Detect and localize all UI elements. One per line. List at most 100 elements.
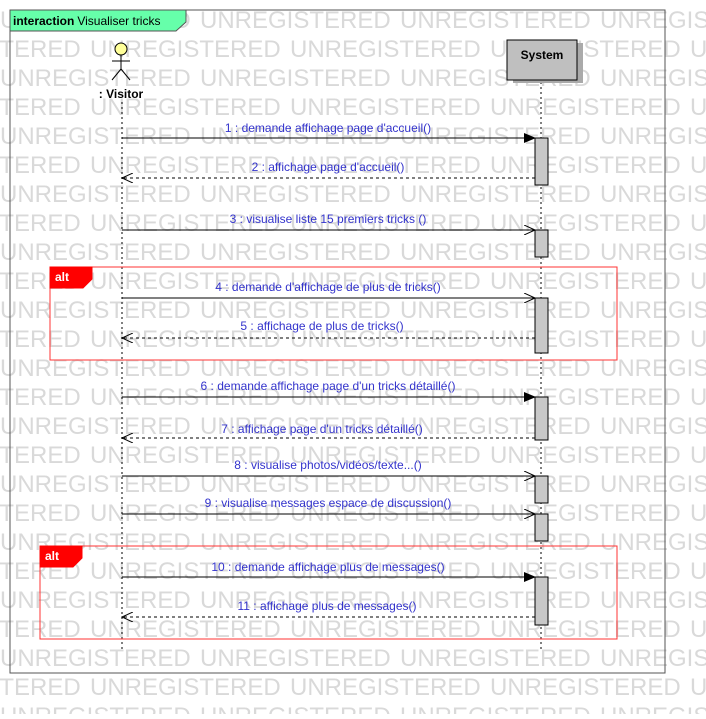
message-label: 1 : demande affichage page d'accueil() (225, 121, 431, 135)
watermark-text: UNREGISTERED (200, 123, 391, 150)
actor-head (114, 42, 128, 56)
watermark-text: UNREGISTERED (600, 413, 706, 440)
actor-left-leg (111, 68, 122, 81)
watermark-text: UNREGISTERED (490, 326, 681, 353)
watermark-text: UNREGISTERED (600, 65, 706, 92)
watermark-text: UNREGISTERED (600, 587, 706, 614)
watermark-text: UNREGISTERED (0, 65, 191, 92)
activation-bar (534, 137, 549, 186)
watermark-text: UNREGISTERED (0, 326, 81, 353)
message: 3 : visualise liste 15 premiers tricks (… (122, 212, 535, 230)
watermark-text: UNREGISTERED (200, 297, 391, 324)
alt-fragment-box (39, 545, 618, 640)
watermark-text: UNREGISTERED (690, 674, 706, 701)
message: 6 : demande affichage page d'un tricks d… (122, 379, 536, 402)
watermark-text: UNREGISTERED (600, 123, 706, 150)
watermark-text: UNREGISTERED (200, 181, 391, 208)
watermark-text: UNREGISTERED (600, 471, 706, 498)
watermark-text: UNREGISTERED (490, 442, 681, 469)
watermark-text: UNREGISTERED (400, 587, 591, 614)
watermark-text: UNREGISTERED (490, 268, 681, 295)
watermark-text: UNREGISTERED (200, 529, 391, 556)
watermark-text: UNREGISTERED (290, 442, 481, 469)
message-label: 7 : affichage page d'un tricks détaillé(… (221, 422, 423, 436)
watermark-text: UNREGISTERED (0, 181, 191, 208)
watermark-text: UNREGISTERED (600, 7, 706, 34)
watermark-text: UNREGISTERED (0, 94, 81, 121)
watermark-text: UNREGISTERED (690, 558, 706, 585)
message-label: 10 : demande affichage plus de messages(… (211, 560, 444, 574)
watermark-text: UNREGISTERED (200, 413, 391, 440)
watermark-text: UNREGISTERED (400, 529, 591, 556)
watermark-text: UNREGISTERED (200, 355, 391, 382)
alt-fragment-operator: alt (45, 549, 59, 563)
message: 7 : affichage page d'un tricks détaillé(… (122, 422, 535, 438)
message-label: 5 : affichage de plus de tricks() (240, 319, 403, 333)
watermark-text: UNREGISTERED (290, 326, 481, 353)
watermark-text: UNREGISTERED (600, 297, 706, 324)
alt-fragment-box (49, 266, 618, 361)
message-label: 6 : demande affichage page d'un tricks d… (201, 379, 456, 393)
watermark-text: UNREGISTERED (690, 616, 706, 643)
visitor-actor: : Visitor (99, 42, 144, 101)
message: 2 : affichage page d'accueil() (122, 160, 535, 178)
message-label: 4 : demande d'affichage de plus de trick… (215, 280, 441, 294)
system-object: System (506, 39, 583, 83)
watermark-text: UNREGISTERED (400, 7, 591, 34)
system-label: System (521, 48, 564, 62)
watermark-text: UNREGISTERED (690, 384, 706, 411)
message: 10 : demande affichage plus de messages(… (122, 560, 536, 582)
watermark-text: UNREGISTERED (400, 181, 591, 208)
message: 11 : affichage plus de messages() (122, 599, 535, 617)
watermark-text: UNREGISTERED (0, 210, 81, 237)
alt-fragment-tab (49, 266, 93, 289)
watermark-text: UNREGISTERED (0, 500, 81, 527)
watermark-text: UNREGISTERED (290, 152, 481, 179)
activation-bar (534, 229, 549, 258)
watermark-text: UNREGISTERED (0, 36, 81, 63)
watermark-text: UNREGISTERED (0, 355, 191, 382)
watermark-text: UNREGISTERED (600, 703, 706, 714)
watermark-text: UNREGISTERED (490, 152, 681, 179)
message-label: 3 : visualise liste 15 premiers tricks (… (230, 212, 427, 226)
watermark-text: UNREGISTERED (90, 442, 281, 469)
message-label: 2 : affichage page d'accueil() (252, 160, 405, 174)
watermark-text: UNREGISTERED (200, 471, 391, 498)
watermark-text: UNREGISTERED (690, 94, 706, 121)
watermark-text: UNREGISTERED (200, 645, 391, 672)
alt-fragment-operator: alt (55, 270, 69, 284)
watermark-text: UNREGISTERED (600, 239, 706, 266)
watermark-text: UNREGISTERED (0, 645, 191, 672)
watermark-text: UNREGISTERED (0, 239, 191, 266)
watermark-text: UNREGISTERED (400, 471, 591, 498)
watermark-text: UNREGISTERED (690, 500, 706, 527)
message: 9 : visualise messages espace de discuss… (122, 496, 535, 514)
watermark-text: UNREGISTERED (0, 587, 191, 614)
watermark-text: UNREGISTERED (290, 558, 481, 585)
watermark-text: UNREGISTERED (0, 442, 81, 469)
watermark-text: UNREGISTERED (400, 413, 591, 440)
alt-fragment: alt (39, 545, 618, 640)
watermark-text: UNREGISTERED (200, 239, 391, 266)
message: 1 : demande affichage page d'accueil() (122, 121, 536, 143)
watermark-text: UNREGISTERED (0, 674, 81, 701)
message-label: 9 : visualise messages espace de discuss… (205, 496, 452, 510)
watermark-text: UNREGISTERED (200, 703, 391, 714)
watermark-text: UNREGISTERED (290, 36, 481, 63)
activation-bar (534, 513, 549, 542)
watermark-text: UNREGISTERED (200, 65, 391, 92)
watermark-text: UNREGISTERED (0, 529, 191, 556)
visitor-label: : Visitor (99, 87, 144, 101)
activation-bar (534, 297, 549, 354)
watermark-text: UNREGISTERED (690, 442, 706, 469)
watermark-text: UNREGISTERED (0, 152, 81, 179)
activation-bar (534, 576, 549, 626)
watermark-text: UNREGISTERED (0, 703, 191, 714)
watermark-text: UNREGISTERED (400, 239, 591, 266)
watermark-text: UNREGISTERED (200, 7, 391, 34)
watermark-text: UNREGISTERED (400, 123, 591, 150)
frame-title-tab (9, 9, 187, 32)
